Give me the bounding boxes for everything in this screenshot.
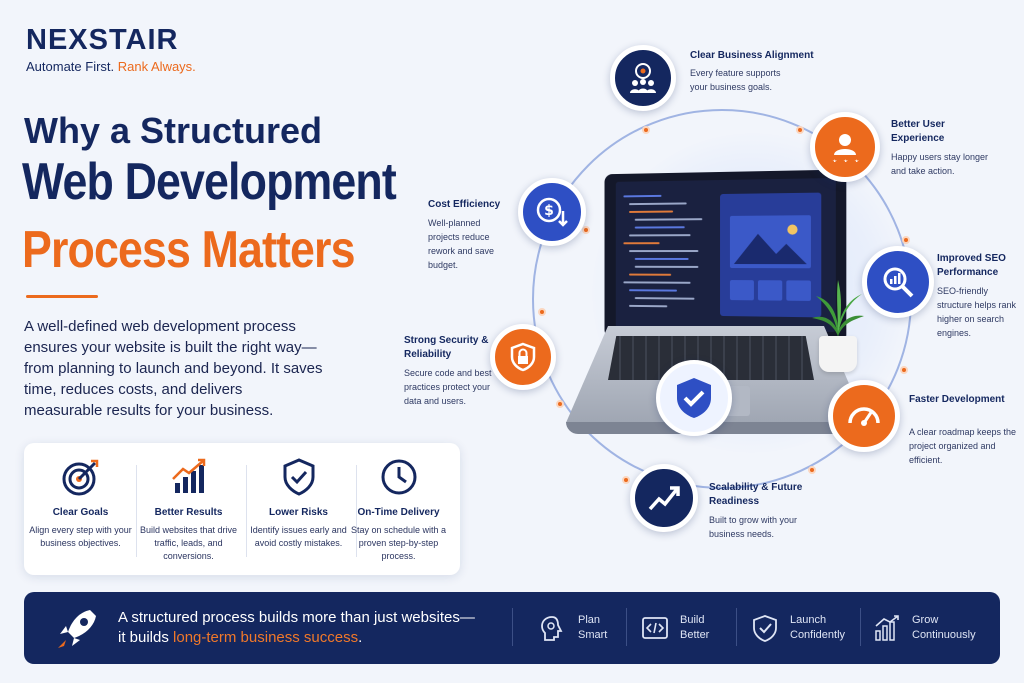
benefit-title: Lower Risks <box>269 507 328 518</box>
orbit-dot <box>902 236 910 244</box>
banner-text-b: it builds <box>118 629 169 646</box>
feature-desc: SEO-friendly structure helps rank higher… <box>937 286 1017 338</box>
banner-text-highlight: long-term business success <box>173 629 359 646</box>
cost-dollar-icon: $ <box>518 178 586 246</box>
orbit-dot <box>538 308 546 316</box>
team-target-icon <box>610 45 676 111</box>
orbit-dot <box>582 226 590 234</box>
orbit-dot <box>556 400 564 408</box>
security-shield-badge <box>656 360 732 436</box>
banner-text-end: . <box>358 629 363 646</box>
feature-title: Faster Development <box>909 394 1005 405</box>
orbit-dot <box>796 126 804 134</box>
benefit-title: Better Results <box>154 507 223 518</box>
divider <box>356 465 357 557</box>
benefit-title: On-Time Delivery <box>357 507 440 518</box>
screen-preview-panel <box>720 192 822 318</box>
orbit-dot <box>900 366 908 374</box>
shield-check-icon <box>677 378 711 418</box>
feature-desc: Happy users stay longer and take action. <box>891 152 989 176</box>
divider <box>736 608 737 646</box>
divider <box>512 608 513 646</box>
security-lock-icon <box>490 324 556 390</box>
bar-growth-icon <box>875 615 899 641</box>
shield-check-icon <box>246 455 351 499</box>
tagline-part-a: Automate First. <box>26 59 115 74</box>
heading-line-1: Why a Structured <box>24 110 323 151</box>
benefit-desc: Identify issues early and avoid costly m… <box>250 525 347 548</box>
heading-line-2: Web Development <box>22 153 397 211</box>
feature-desc: A clear roadmap keeps the project organi… <box>909 427 1017 465</box>
user-rating-icon <box>810 112 880 182</box>
feature-title: Cost Efficiency <box>428 199 501 210</box>
benefit-item: Better Results Build websites that drive… <box>136 455 241 563</box>
code-icon <box>642 617 668 639</box>
heading-line-3: Process Matters <box>22 221 355 279</box>
feature-title: Strong Security & Reliability <box>404 335 489 360</box>
benefit-desc: Stay on schedule with a proven step-by-s… <box>350 525 447 561</box>
benefits-card: Clear Goals Align every step with your b… <box>24 443 460 575</box>
divider <box>626 608 627 646</box>
benefit-item: Clear Goals Align every step with your b… <box>28 455 133 550</box>
brand-tagline: Automate First. Rank Always. <box>26 59 196 74</box>
banner-text-a: A structured process builds more than ju… <box>118 609 475 626</box>
orbit-dot <box>622 476 630 484</box>
brand-logo-name: NEXSTAIR <box>26 24 179 56</box>
feature-title: Better User Experience <box>891 119 945 144</box>
plant-pot <box>819 336 857 372</box>
feature-desc: Built to grow with your business needs. <box>709 515 798 539</box>
benefit-desc: Align every step with your business obje… <box>29 525 132 548</box>
feature-title: Improved SEO Performance <box>937 253 1006 278</box>
divider <box>860 608 861 646</box>
intro-paragraph: A well-defined web development process e… <box>24 318 323 419</box>
orbit-dot <box>808 466 816 474</box>
seo-search-icon <box>862 246 934 318</box>
mountain-image-icon <box>729 215 811 269</box>
feature-title: Clear Business Alignment <box>690 50 814 61</box>
heading-underline <box>26 295 98 298</box>
svg-text:$: $ <box>544 203 554 219</box>
feature-desc: Secure code and best practices protect y… <box>404 368 492 406</box>
tagline-part-b: Rank Always. <box>117 59 196 74</box>
shield-check-icon <box>753 615 777 642</box>
feature-desc: Well-planned projects reduce rework and … <box>428 218 495 270</box>
benefit-item: On-Time Delivery Stay on schedule with a… <box>346 455 451 563</box>
feature-desc: Every feature supports your business goa… <box>690 68 781 92</box>
orbit-dot <box>642 126 650 134</box>
brain-icon <box>541 616 563 641</box>
divider <box>246 465 247 557</box>
banner-message: A structured process builds more than ju… <box>118 608 475 648</box>
scalability-chart-icon <box>630 464 698 532</box>
speedometer-icon <box>828 380 900 452</box>
growth-chart-icon <box>136 455 241 499</box>
rocket-icon <box>52 604 102 654</box>
target-icon <box>28 455 133 499</box>
divider <box>136 465 137 557</box>
laptop-screen <box>615 178 836 332</box>
benefit-item: Lower Risks Identify issues early and av… <box>246 455 351 550</box>
feature-title: Scalability & Future Readiness <box>709 482 803 507</box>
benefit-title: Clear Goals <box>52 507 109 518</box>
plant-icon <box>806 276 870 340</box>
benefit-desc: Build websites that drive traffic, leads… <box>139 525 238 561</box>
clock-icon <box>346 455 451 499</box>
